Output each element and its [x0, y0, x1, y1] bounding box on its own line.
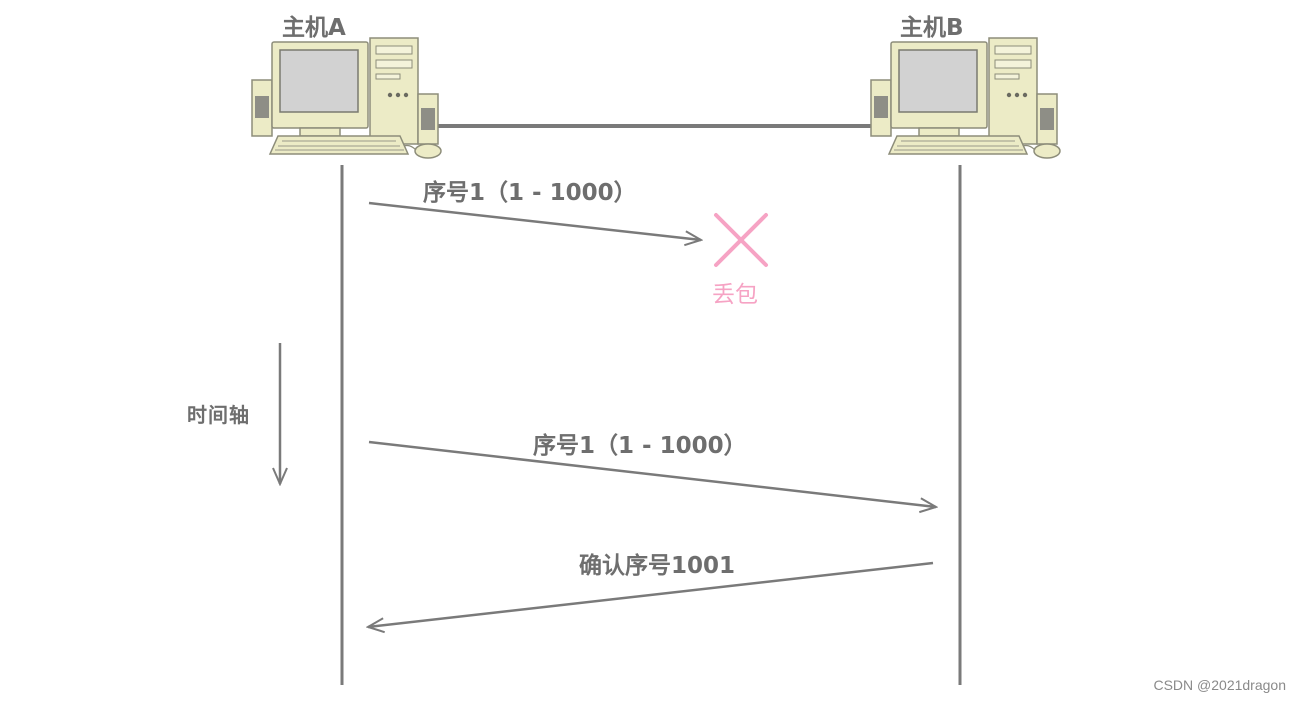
watermark: CSDN @2021dragon	[1153, 677, 1286, 693]
message-arrow-3	[368, 561, 934, 627]
computer-icon-host-b	[870, 37, 1061, 159]
host-a-label: 主机A	[282, 15, 346, 41]
message-arrow-1	[368, 201, 701, 240]
message-label-2: 序号1（1 - 1000）	[533, 433, 747, 459]
time-axis-label: 时间轴	[187, 403, 250, 427]
message-label-1: 序号1（1 - 1000）	[423, 180, 637, 206]
message-label-3: 确认序号1001	[579, 553, 736, 579]
computer-icon-host-a	[251, 37, 442, 159]
host-b-label: 主机B	[900, 15, 964, 41]
message-arrow-2	[368, 440, 936, 507]
cross-icon	[714, 213, 768, 267]
packet-loss-label: 丢包	[712, 282, 758, 308]
